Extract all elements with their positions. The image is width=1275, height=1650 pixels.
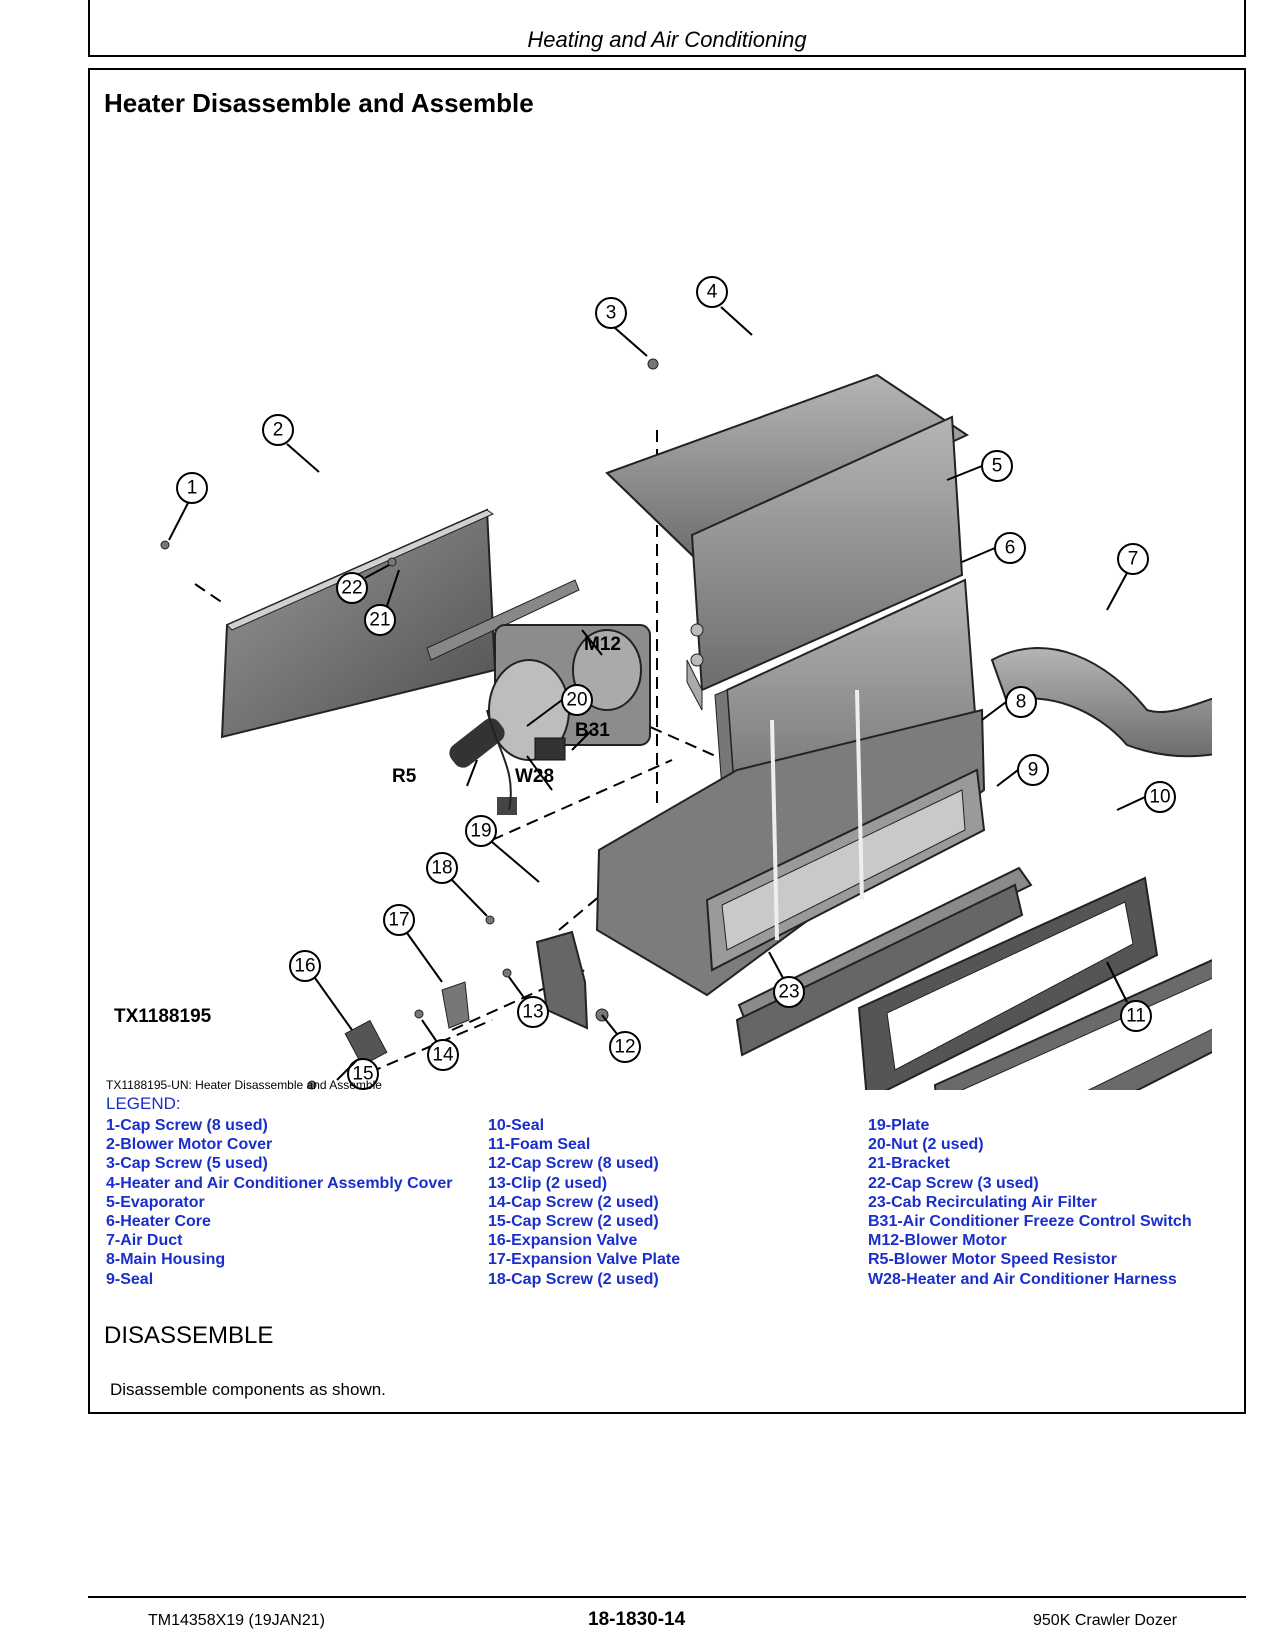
- legend-item: 18-Cap Screw (2 used): [488, 1270, 659, 1288]
- callout-10: 10: [1149, 787, 1170, 808]
- legend-item: 16-Expansion Valve: [488, 1232, 638, 1250]
- callout-22: 22: [341, 578, 362, 599]
- air-duct-7: [990, 647, 1212, 758]
- legend-item: 9-Seal: [106, 1270, 154, 1288]
- blower-motor-cover: [220, 508, 497, 739]
- assembly-cover-4: [605, 373, 970, 568]
- callout-19: 19: [470, 821, 491, 842]
- legend-item: 7-Air Duct: [106, 1232, 183, 1250]
- expansion-valve-16: [344, 1019, 388, 1067]
- label-r5: R5: [392, 766, 417, 787]
- resistor-r5: [449, 718, 505, 768]
- callout-14: 14: [432, 1045, 454, 1066]
- callout-13: 13: [522, 1002, 543, 1023]
- legend-item: 22-Cap Screw (3 used): [868, 1174, 1039, 1192]
- callout-9: 9: [1028, 760, 1039, 781]
- footer-page-number: 18-1830-14: [588, 1609, 686, 1630]
- callout-3: 3: [606, 303, 617, 324]
- callout-7: 7: [1128, 549, 1139, 570]
- seal-10: [857, 876, 1159, 1090]
- footer-manual-id: TM14358X19 (19JAN21): [148, 1612, 325, 1629]
- legend-column-3: 19-Plate 20-Nut (2 used) 21-Bracket 22-C…: [868, 1116, 1192, 1289]
- legend-item: 11-Foam Seal: [488, 1136, 591, 1154]
- legend-item: 4-Heater and Air Conditioner Assembly Co…: [106, 1174, 453, 1192]
- callout-18: 18: [431, 858, 452, 879]
- main-housing-8: [595, 689, 986, 997]
- evaporator-5: [686, 415, 964, 711]
- footer-machine: 950K Crawler Dozer: [1033, 1612, 1178, 1629]
- legend-item: B31-Air Conditioner Freeze Control Switc…: [868, 1213, 1192, 1231]
- callout-23: 23: [778, 982, 799, 1003]
- legend-item: 10-Seal: [488, 1117, 545, 1134]
- legend-column-1: 1-Cap Screw (8 used) 2-Blower Motor Cove…: [106, 1116, 452, 1289]
- label-w28: W28: [515, 766, 554, 787]
- callout-12: 12: [614, 1037, 635, 1058]
- callout-1: 1: [187, 478, 198, 499]
- legend-item: 5-Evaporator: [106, 1193, 205, 1211]
- legend-item: 6-Heater Core: [106, 1213, 211, 1231]
- legend-item: 15-Cap Screw (2 used): [488, 1213, 659, 1231]
- callout-21: 21: [369, 610, 390, 631]
- callout-5: 5: [992, 456, 1003, 477]
- chapter-title: Heating and Air Conditioning: [527, 27, 807, 52]
- legend-item: 14-Cap Screw (2 used): [488, 1193, 659, 1211]
- blower-motor-m12: [488, 624, 651, 761]
- legend-item: W28-Heater and Air Conditioner Harness: [868, 1270, 1177, 1288]
- callout-17: 17: [388, 910, 409, 931]
- label-b31: B31: [575, 720, 610, 741]
- callout-11: 11: [1126, 1006, 1146, 1027]
- legend-item: 8-Main Housing: [106, 1251, 226, 1269]
- freeze-switch-b31: [534, 737, 566, 761]
- legend-item: 21-Bracket: [868, 1155, 950, 1173]
- expansion-valve-plate-17: [441, 981, 470, 1029]
- legend-item: 1-Cap Screw (8 used): [106, 1117, 268, 1134]
- legend-title: LEGEND:: [106, 1094, 181, 1113]
- disassemble-heading: DISASSEMBLE: [104, 1322, 274, 1349]
- figure-id: TX1188195: [114, 1006, 212, 1027]
- legend-item: 19-Plate: [868, 1117, 930, 1134]
- legend-item: 17-Expansion Valve Plate: [488, 1251, 681, 1269]
- content-box: Heater Disassemble and Assemble: [88, 68, 1246, 1414]
- disassemble-text: Disassemble components as shown.: [110, 1380, 386, 1399]
- callout-20: 20: [566, 690, 587, 711]
- legend-column-2: 10-Seal 11-Foam Seal 12-Cap Screw (8 use…: [488, 1116, 680, 1289]
- callout-4: 4: [707, 282, 718, 303]
- figure-caption: TX1188195-UN: Heater Disassemble and Ass…: [106, 1078, 382, 1092]
- legend-item: 13-Clip (2 used): [488, 1174, 608, 1192]
- legend-item: 3-Cap Screw (5 used): [106, 1155, 268, 1173]
- header-box: Heating and Air Conditioning: [88, 0, 1246, 57]
- callout-6: 6: [1005, 538, 1016, 559]
- exploded-diagram: 1 2 3 4 5 6 7 8 9 10 11 12 13 14 15 16 1…: [160, 276, 1212, 1090]
- callout-2: 2: [273, 420, 284, 441]
- legend-item: M12-Blower Motor: [868, 1232, 1007, 1250]
- plate-19: [535, 930, 589, 1030]
- filter-23: [735, 883, 1024, 1057]
- callout-15: 15: [352, 1064, 373, 1085]
- footer-rule: [88, 1596, 1246, 1598]
- legend-item: 20-Nut (2 used): [868, 1136, 984, 1154]
- legend-item: 12-Cap Screw (8 used): [488, 1155, 659, 1173]
- legend-item: R5-Blower Motor Speed Resistor: [868, 1251, 1117, 1269]
- callout-16: 16: [294, 956, 315, 977]
- section-title: Heater Disassemble and Assemble: [104, 88, 534, 118]
- bracket-21: [426, 579, 580, 661]
- callout-circles: [176, 276, 1176, 1090]
- label-m12: M12: [584, 634, 621, 655]
- legend-item: 23-Cab Recirculating Air Filter: [868, 1193, 1097, 1211]
- callout-8: 8: [1016, 692, 1027, 713]
- legend-item: 2-Blower Motor Cover: [106, 1136, 273, 1154]
